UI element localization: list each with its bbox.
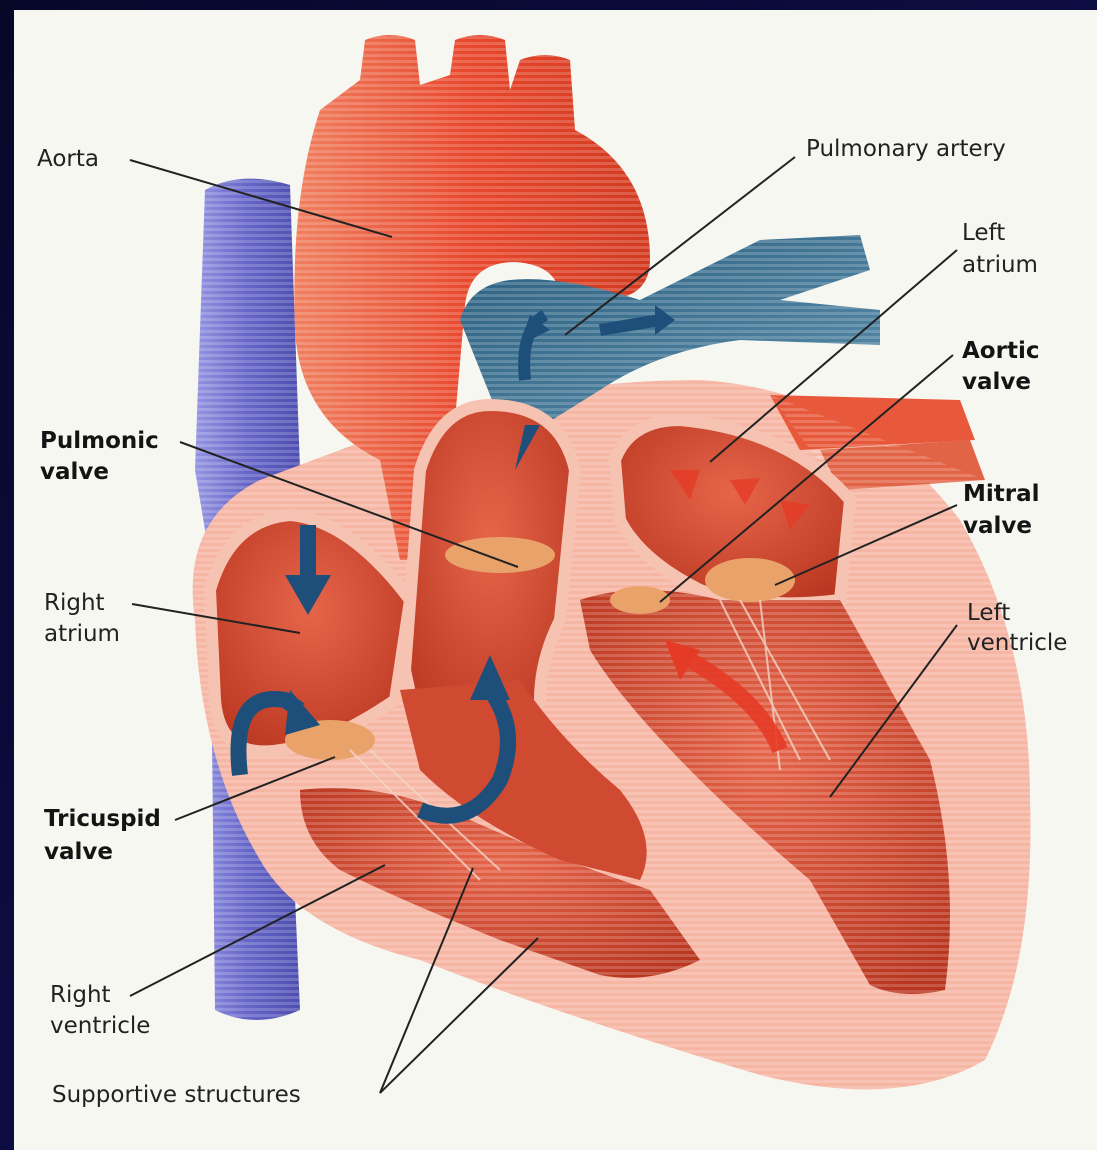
label-aorta: Aorta — [37, 144, 99, 175]
label-pulmonary-artery: Pulmonary artery — [806, 134, 1006, 165]
label-tricuspid-valve-line1: Tricuspid — [44, 804, 161, 835]
label-mitral-valve-line2: valve — [963, 511, 1032, 542]
label-supportive-structures: Supportive structures — [52, 1080, 301, 1111]
label-aortic-valve-line1: Aortic — [962, 336, 1039, 367]
label-left-ventricle-line2: ventricle — [967, 628, 1067, 659]
label-mitral-valve-line1: Mitral — [963, 479, 1040, 510]
label-pulmonic-valve-line2: valve — [40, 457, 109, 488]
label-left-ventricle-line1: Left — [967, 598, 1010, 629]
label-right-atrium-line2: atrium — [44, 619, 120, 650]
label-left-atrium-line2: atrium — [962, 250, 1038, 281]
label-tricuspid-valve-line2: valve — [44, 837, 113, 868]
label-left-atrium-line1: Left — [962, 218, 1005, 249]
label-aortic-valve-line2: valve — [962, 367, 1031, 398]
label-pulmonic-valve-line1: Pulmonic — [40, 426, 159, 457]
label-right-atrium-line1: Right — [44, 588, 105, 619]
label-right-ventricle-line1: Right — [50, 980, 111, 1011]
label-right-ventricle-line2: ventricle — [50, 1011, 150, 1042]
